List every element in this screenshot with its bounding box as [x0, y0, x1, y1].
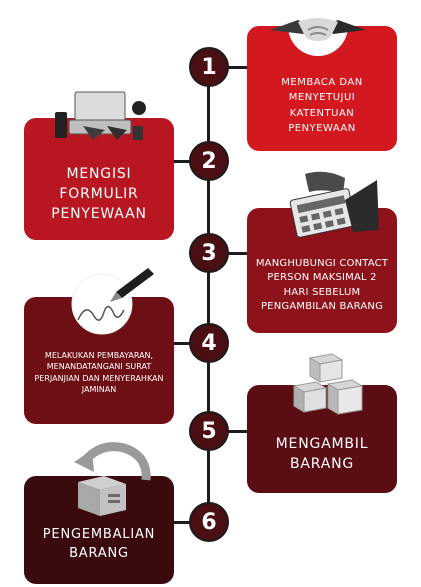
pen-signature-icon — [71, 268, 154, 335]
step-2-number: 2 — [189, 141, 229, 181]
handshake-icon — [270, 0, 366, 56]
return-box-icon — [74, 442, 151, 516]
step-2-card: MENGISI FORMULIR PENYEWAAN — [24, 118, 174, 240]
connector-5 — [209, 430, 249, 433]
step-6-text: PENGEMBALIAN BARANG — [42, 527, 156, 561]
step-4-number: 4 — [189, 323, 229, 363]
step-5-number: 5 — [189, 411, 229, 451]
connector-1 — [209, 66, 249, 69]
timeline-line — [207, 60, 210, 525]
calculator-icon — [289, 171, 379, 238]
boxes-icon — [292, 353, 364, 415]
step-4-card: MELAKUKAN PEMBAYARAN, MENANDATANGANI SUR… — [24, 297, 174, 424]
connector-3 — [209, 252, 249, 255]
step-1-text: MEMBACA DAN MENYETUJUI KATENTUAN PENYEWA… — [281, 76, 363, 135]
step-3-text: MANGHUBUNGI CONTACT PERSON MAKSIMAL 2 HA… — [255, 257, 389, 313]
step-3-number: 3 — [189, 233, 229, 273]
step-2-text: MENGISI FORMULIR PENYEWAAN — [51, 165, 147, 223]
laptop-typing-icon — [55, 91, 146, 140]
step-6-number: 6 — [189, 502, 229, 542]
step-1-number: 1 — [189, 47, 229, 87]
step-4-text: MELAKUKAN PEMBAYARAN, MENANDATANGANI SUR… — [34, 351, 164, 394]
step-5-text: MENGAMBIL BARANG — [275, 435, 369, 472]
